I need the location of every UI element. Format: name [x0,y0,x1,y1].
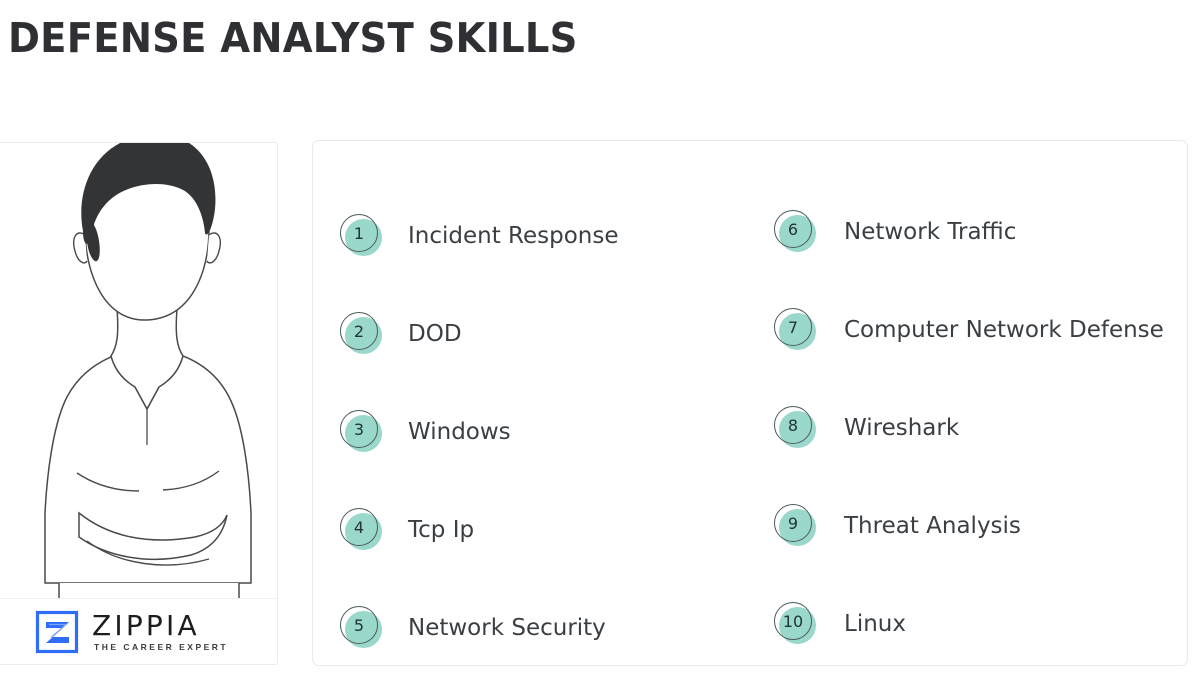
skill-label: Linux [844,611,906,637]
skill-number-badge: 4 [339,507,385,553]
skill-number-badge: 1 [339,213,385,259]
badge-number: 8 [787,415,799,435]
skill-row: 4 Tcp Ip [339,481,743,579]
zippia-logo-mark [35,610,79,654]
skill-label: Incident Response [408,223,619,249]
badge-outline-circle [340,214,378,252]
badge-number: 9 [787,513,799,533]
skill-number-badge: 10 [773,601,819,647]
skill-number-badge: 2 [339,311,385,357]
zippia-logo-text: ZIPPIA THE CAREER EXPERT [92,611,228,653]
skill-number-badge: 3 [339,409,385,455]
badge-outline-circle [774,602,812,640]
skills-card: 1 Incident Response 2 DOD 3 Windows [312,140,1188,666]
person-illustration [44,143,252,633]
skill-row: 2 DOD [339,285,743,383]
skill-number-badge: 7 [773,307,819,353]
badge-number: 4 [353,517,365,537]
skills-left-column: 1 Incident Response 2 DOD 3 Windows [313,141,743,665]
badge-outline-circle [774,210,812,248]
skill-label: Computer Network Defense [844,317,1164,343]
badge-outline-circle [340,508,378,546]
badge-outline-circle [774,406,812,444]
badge-number: 10 [782,611,804,631]
skill-label: Network Security [408,615,606,641]
page-title: DEFENSE ANALYST SKILLS [8,14,578,62]
skills-right-column: 6 Network Traffic 7 Computer Network Def… [743,141,1189,665]
badge-outline-circle [340,606,378,644]
skill-label: Tcp Ip [408,517,475,543]
skill-label: Threat Analysis [844,513,1021,539]
skill-number-badge: 5 [339,605,385,651]
skill-row: 6 Network Traffic [773,183,1189,281]
badge-number: 2 [353,321,365,341]
badge-number: 1 [353,223,365,243]
skill-row: 10 Linux [773,575,1189,673]
skill-row: 9 Threat Analysis [773,477,1189,575]
badge-outline-circle [774,504,812,542]
skill-number-badge: 6 [773,209,819,255]
skill-row: 5 Network Security [339,579,743,675]
skill-label: Network Traffic [844,219,1017,245]
badge-number: 6 [787,219,799,239]
skill-row: 3 Windows [339,383,743,481]
zippia-z-icon [35,610,79,653]
skill-row: 7 Computer Network Defense [773,281,1189,379]
skill-row: 8 Wireshark [773,379,1189,477]
badge-number: 5 [353,615,365,635]
skills-columns: 1 Incident Response 2 DOD 3 Windows [313,141,1187,665]
badge-outline-circle [774,308,812,346]
zippia-tagline: THE CAREER EXPERT [94,641,229,652]
badge-number: 3 [353,419,365,439]
illustration-panel: ZIPPIA THE CAREER EXPERT [0,142,278,665]
skill-label: DOD [408,321,462,347]
skill-row: 1 Incident Response [339,187,743,285]
skill-number-badge: 8 [773,405,819,451]
skill-label: Wireshark [844,415,960,441]
skill-label: Windows [408,419,511,445]
badge-outline-circle [340,410,378,448]
badge-number: 7 [787,317,799,337]
badge-outline-circle [340,312,378,350]
zippia-logo: ZIPPIA THE CAREER EXPERT [0,598,277,664]
skill-number-badge: 9 [773,503,819,549]
zippia-wordmark: ZIPPIA [92,608,200,642]
